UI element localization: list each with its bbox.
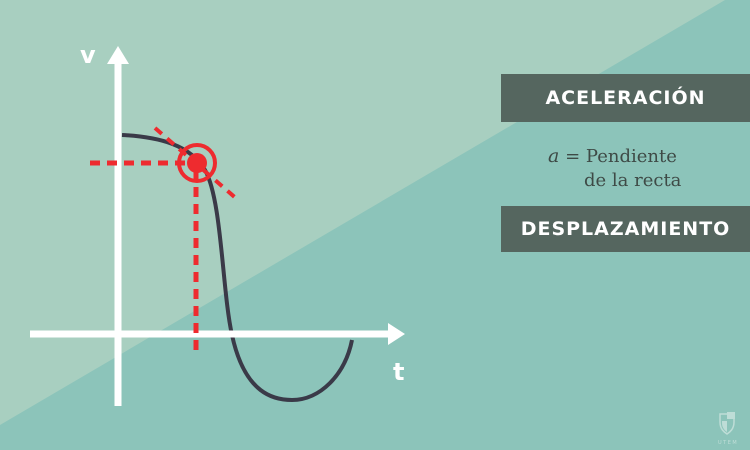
slope-formula: a = Pendiente de la recta [548,144,681,193]
formula-line2: de la recta [584,170,682,191]
formula-variable: a [548,145,560,167]
logo-text: UTEM [718,440,738,446]
displacement-heading: DESPLAZAMIENTO [501,206,750,252]
x-axis-arrow [388,323,405,345]
y-axis-label: v [80,41,96,69]
formula-equals: = [565,146,581,167]
target-ring [177,143,217,183]
y-axis-arrow [107,46,129,64]
tangent-point [187,153,207,173]
acceleration-heading: ACELERACIÓN [501,74,750,122]
x-axis-label: t [393,358,404,386]
formula-line1: Pendiente [585,146,677,167]
utem-logo: UTEM [718,412,738,446]
